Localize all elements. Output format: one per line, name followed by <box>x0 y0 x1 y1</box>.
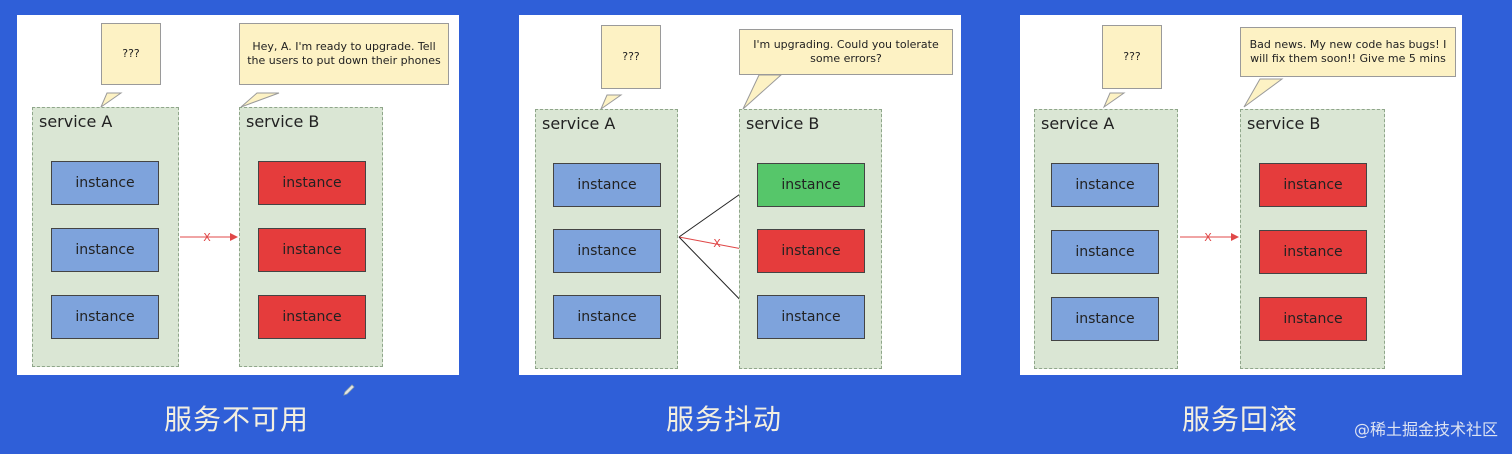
panel-service-unavailable: X ??? Hey, A. I'm ready to upgrade. Tell… <box>17 15 459 375</box>
service-a-instance: instance <box>553 295 661 339</box>
bubble-service-b: I'm upgrading. Could you tolerate some e… <box>739 29 953 75</box>
instance-label: instance <box>781 177 841 193</box>
service-a-label: service A <box>39 112 113 131</box>
service-a-label: service A <box>542 114 616 133</box>
service-b-box: service B instance instance instance <box>1240 109 1385 369</box>
service-b-instance: instance <box>757 229 865 273</box>
panel-1-connectors: X <box>99 92 280 244</box>
bubble-b-text: Hey, A. I'm ready to upgrade. Tell the u… <box>247 40 441 67</box>
instance-label: instance <box>1075 177 1135 193</box>
service-b-box: service B instance instance instance <box>239 107 383 367</box>
instance-label: instance <box>75 242 135 258</box>
service-b-label: service B <box>246 112 320 131</box>
instance-label: instance <box>1283 311 1343 327</box>
caption-service-unavailable: 服务不可用 <box>164 403 310 436</box>
failed-link-mark: X <box>203 231 211 244</box>
instance-label: instance <box>1283 177 1343 193</box>
service-b-label: service B <box>746 114 820 133</box>
bubble-a-tail <box>99 92 123 109</box>
service-b-instance: instance <box>1259 297 1367 341</box>
instance-label: instance <box>577 177 637 193</box>
failed-link-mark: X <box>713 237 721 250</box>
instance-label: instance <box>577 309 637 325</box>
caption-service-jitter: 服务抖动 <box>666 403 783 436</box>
service-a-instance: instance <box>51 228 159 272</box>
service-a-instance: instance <box>553 229 661 273</box>
panel-service-rollback: X ??? Bad news. My new code has bugs! I … <box>1020 15 1462 375</box>
service-b-instance: instance <box>258 161 366 205</box>
instance-label: instance <box>781 309 841 325</box>
service-b-instance: instance <box>258 228 366 272</box>
service-a-instance: instance <box>1051 163 1159 207</box>
service-b-instance: instance <box>757 163 865 207</box>
bubble-b-tail <box>1243 78 1284 108</box>
service-b-box: service B instance instance instance <box>739 109 882 369</box>
bubble-b-text: Bad news. My new code has bugs! I will f… <box>1249 38 1447 65</box>
service-a-instance: instance <box>1051 297 1159 341</box>
service-a-instance: instance <box>51 161 159 205</box>
bubble-a-text: ??? <box>122 47 140 60</box>
instance-label: instance <box>1075 311 1135 327</box>
bubble-a-text: ??? <box>1123 50 1141 63</box>
bubble-service-a: ??? <box>1102 25 1162 89</box>
panel-service-jitter: X ??? I'm upgrading. Could you tolerate … <box>519 15 961 375</box>
service-a-instance: instance <box>51 295 159 339</box>
service-a-box: service A instance instance instance <box>32 107 179 367</box>
instance-label: instance <box>1283 244 1343 260</box>
bubble-b-tail <box>240 92 280 108</box>
service-a-label: service A <box>1041 114 1115 133</box>
service-a-box: service A instance instance instance <box>535 109 678 369</box>
bubble-b-tail <box>742 74 783 110</box>
bubble-b-text: I'm upgrading. Could you tolerate some e… <box>753 38 939 65</box>
service-b-instance: instance <box>1259 163 1367 207</box>
instance-label: instance <box>282 242 342 258</box>
bubble-service-b: Bad news. My new code has bugs! I will f… <box>1240 27 1456 77</box>
bubble-service-a: ??? <box>101 23 161 85</box>
instance-label: instance <box>1075 244 1135 260</box>
bubble-a-tail <box>1102 92 1126 109</box>
instance-label: instance <box>282 175 342 191</box>
failed-link-mark: X <box>1204 231 1212 244</box>
instance-label: instance <box>75 175 135 191</box>
instance-label: instance <box>282 309 342 325</box>
bubble-a-text: ??? <box>622 50 640 63</box>
service-b-instance: instance <box>258 295 366 339</box>
service-a-instance: instance <box>1051 230 1159 274</box>
panel-3-connectors: X <box>1102 78 1284 244</box>
service-b-instance: instance <box>1259 230 1367 274</box>
pencil-icon[interactable] <box>342 383 356 397</box>
service-a-instance: instance <box>553 163 661 207</box>
watermark: @稀土掘金技术社区 <box>1353 420 1498 439</box>
instance-label: instance <box>75 309 135 325</box>
instance-label: instance <box>577 243 637 259</box>
service-a-box: service A instance instance instance <box>1034 109 1178 369</box>
service-b-instance: instance <box>757 295 865 339</box>
instance-label: instance <box>781 243 841 259</box>
bubble-service-b: Hey, A. I'm ready to upgrade. Tell the u… <box>239 23 449 85</box>
caption-service-rollback: 服务回滚 <box>1182 403 1299 436</box>
bubble-a-tail <box>599 94 623 111</box>
service-b-label: service B <box>1247 114 1321 133</box>
bubble-service-a: ??? <box>601 25 661 89</box>
